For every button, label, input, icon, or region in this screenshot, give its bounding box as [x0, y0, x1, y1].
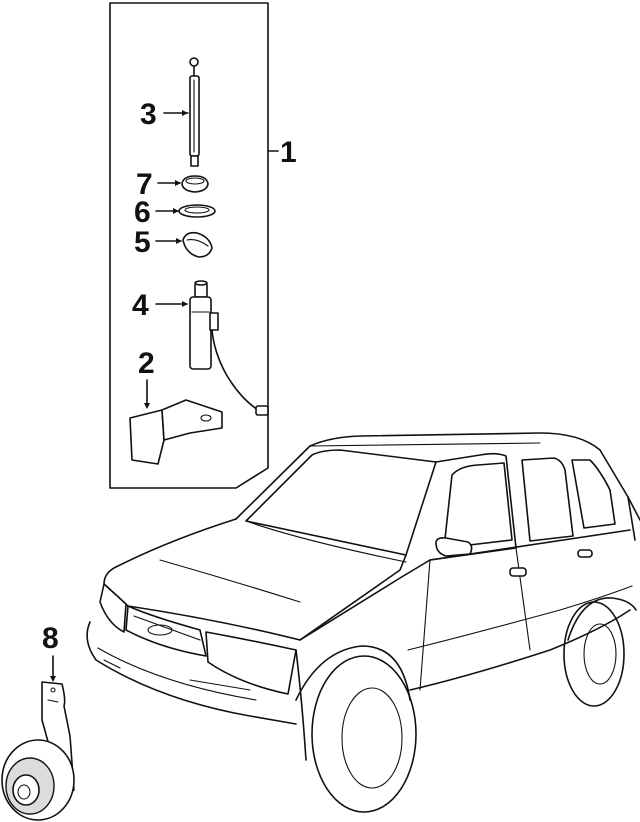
- vehicle-front-wheel: [311, 655, 417, 813]
- vehicle-hood: [103, 518, 407, 641]
- callout-5: 5: [134, 226, 151, 259]
- vehicle-quarter-window: [571, 459, 616, 529]
- part-7-cap: [181, 175, 209, 193]
- antenna-assembly-group: [109, 2, 279, 489]
- part-6-washer: [178, 204, 216, 218]
- vehicle-roof: [235, 432, 636, 541]
- callout-7: 7: [136, 168, 153, 201]
- vehicle-side-mirror: [435, 537, 473, 557]
- leader-lines: [50, 110, 189, 682]
- callout-8: 8: [42, 622, 59, 655]
- callout-2: 2: [138, 347, 155, 380]
- vehicle-headlight-right: [205, 631, 297, 695]
- vehicle-headlight-left: [99, 583, 127, 633]
- callout-labels: 1 2 3 4 5 6 7 8: [42, 98, 297, 655]
- group-box-outline: [109, 2, 269, 489]
- part-4-antenna-base: [189, 280, 269, 416]
- part-8-horn: [1, 681, 75, 821]
- callout-1: 1: [280, 136, 297, 169]
- vehicle-body-lower: [409, 609, 631, 691]
- vehicle-rear-wheel: [563, 601, 625, 707]
- callout-6: 6: [134, 196, 151, 229]
- part-5-grommet: [182, 231, 213, 258]
- vehicle-front-side-window: [443, 462, 513, 549]
- callout-3: 3: [140, 98, 157, 131]
- vehicle-rear-side-window: [521, 457, 574, 542]
- vehicle-illustration: [86, 432, 640, 813]
- vehicle-grille: [125, 605, 207, 657]
- vehicle-front-wheel-arch: [295, 645, 411, 701]
- part-3-antenna-mast: [189, 57, 200, 167]
- callout-4: 4: [132, 289, 149, 322]
- part-2-bracket: [129, 399, 223, 465]
- vehicle-windshield: [245, 449, 437, 556]
- vehicle-front-bumper: [86, 621, 297, 725]
